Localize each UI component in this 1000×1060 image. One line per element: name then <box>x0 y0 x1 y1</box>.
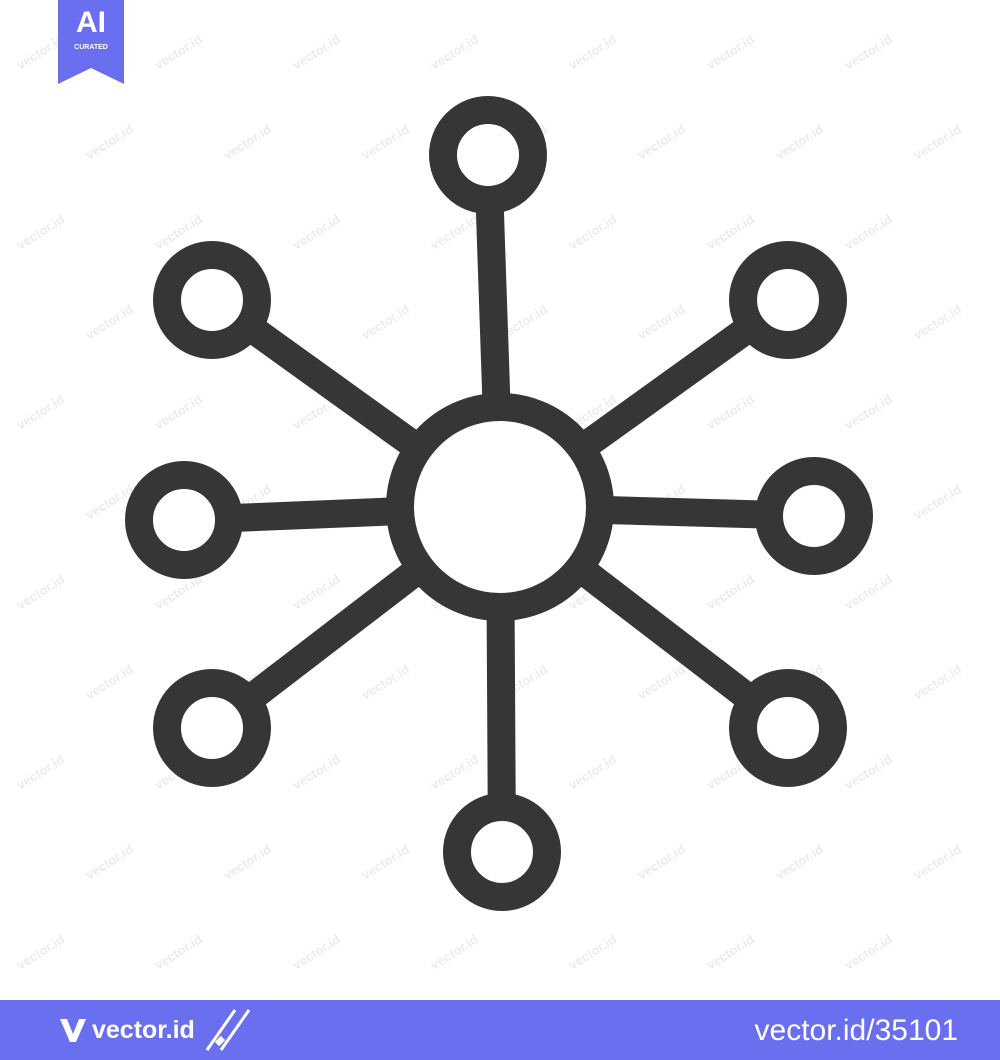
ai-curated-badge: AI CURATED <box>58 0 124 84</box>
node-lower-right <box>729 669 847 787</box>
connector-line <box>609 496 760 529</box>
footer-bar: vector.id vector.id/35101 <box>0 1000 1000 1060</box>
node-top <box>429 96 547 214</box>
network-hub-icon <box>125 96 873 911</box>
connector-line <box>238 497 391 532</box>
badge-subtitle: CURATED <box>74 44 108 51</box>
node-bottom <box>443 793 561 911</box>
pen-stroke-icon <box>205 1009 251 1051</box>
connector-line <box>581 320 752 455</box>
node-upper-left <box>153 241 271 359</box>
central-hub-node <box>386 393 614 621</box>
footer-brand-text: vector.id <box>92 1015 195 1044</box>
connector-line <box>247 562 422 706</box>
connector-line <box>248 320 419 455</box>
connector-line <box>486 616 516 798</box>
node-upper-right <box>729 241 847 359</box>
connector-line <box>578 562 753 706</box>
ribbon-bookmark-icon <box>58 0 124 84</box>
vector-logo-icon <box>60 1019 86 1042</box>
node-lower-left <box>153 669 271 787</box>
node-left <box>125 461 243 579</box>
connector-lines <box>238 209 760 798</box>
connector-line <box>475 209 511 398</box>
asset-id-label: vector.id/35101 <box>754 1014 958 1047</box>
footer-brand[interactable]: vector.id <box>58 1009 261 1051</box>
badge-title: AI <box>76 6 106 39</box>
node-right <box>755 457 873 575</box>
network-nodes <box>125 96 873 911</box>
